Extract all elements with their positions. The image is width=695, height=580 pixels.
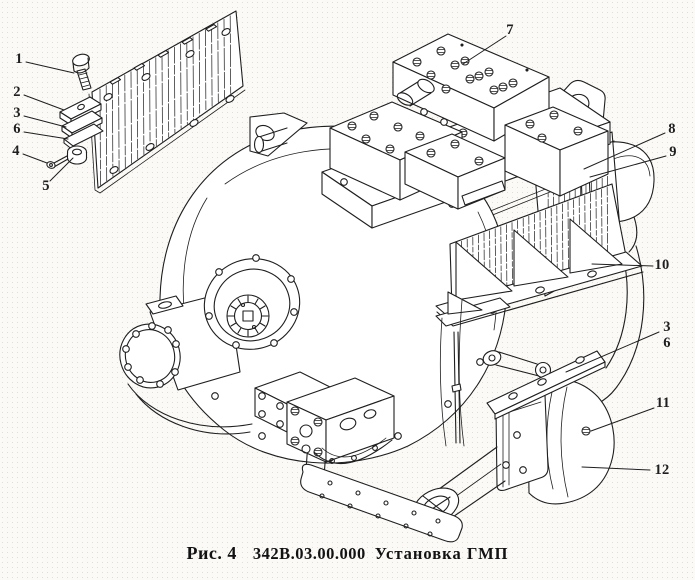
valve-blocks xyxy=(253,33,609,210)
callout-8-7: 8 xyxy=(668,120,676,137)
callout-3-2: 3 xyxy=(13,104,21,121)
leader-line-9-8 xyxy=(589,155,667,178)
leader-line-3-2 xyxy=(23,115,67,128)
figure-caption: Рис. 4 342В.03.00.000 Установка ГМП xyxy=(0,543,695,564)
gear-pump xyxy=(254,371,395,463)
leader-line-2-1 xyxy=(23,94,65,111)
callout-6-11: 6 xyxy=(663,334,671,351)
output-drum xyxy=(412,378,615,525)
fitting-stub-top xyxy=(396,78,435,107)
leader-line-3-10 xyxy=(565,331,660,373)
leader-line-10-9 xyxy=(591,263,654,267)
left-ear-bracket xyxy=(249,112,308,157)
name-plate xyxy=(461,180,506,206)
shift-linkage xyxy=(439,299,552,447)
callout-3-10: 3 xyxy=(663,318,671,335)
lower-mounting-bar xyxy=(486,350,606,420)
cotter-pin-4 xyxy=(46,155,69,169)
drawing-number: 342В.03.00.000 xyxy=(252,544,366,563)
valve-block-right xyxy=(504,106,609,197)
fastener-stack xyxy=(46,53,104,169)
drain-plug-11 xyxy=(581,426,591,436)
leader-line-12-13 xyxy=(581,466,651,471)
callout-9-8: 9 xyxy=(669,143,677,160)
leader-line-5-5 xyxy=(49,157,74,182)
leader-line-8-7 xyxy=(583,132,666,170)
nut-5 xyxy=(66,145,88,165)
fitting-stub-left xyxy=(253,127,288,154)
callout-2-1: 2 xyxy=(13,83,21,100)
valve-block-center xyxy=(404,133,506,210)
figure-title: Установка ГМП xyxy=(374,544,509,563)
callout-4-4: 4 xyxy=(12,142,20,159)
leader-line-4-4 xyxy=(22,153,48,164)
callout-leader-lines xyxy=(22,35,667,471)
callout-5-5: 5 xyxy=(42,177,50,194)
bottom-flange-arc xyxy=(313,439,393,465)
callout-11-12: 11 xyxy=(655,394,671,411)
bolt-1 xyxy=(72,53,92,91)
leader-line-11-12 xyxy=(590,407,655,432)
callout-10-9: 10 xyxy=(654,256,670,273)
leader-line-1-0 xyxy=(25,61,75,74)
mounting-bracket xyxy=(435,183,644,327)
callout-7-6: 7 xyxy=(506,21,514,38)
callout-6-3: 6 xyxy=(13,120,21,137)
figure-label: Рис. 4 xyxy=(186,543,237,563)
leader-line-7-6 xyxy=(462,35,507,65)
pto-flange xyxy=(203,254,301,350)
callout-1-0: 1 xyxy=(15,50,23,67)
callout-12-13: 12 xyxy=(654,461,670,478)
leader-line-6-3 xyxy=(23,131,69,140)
